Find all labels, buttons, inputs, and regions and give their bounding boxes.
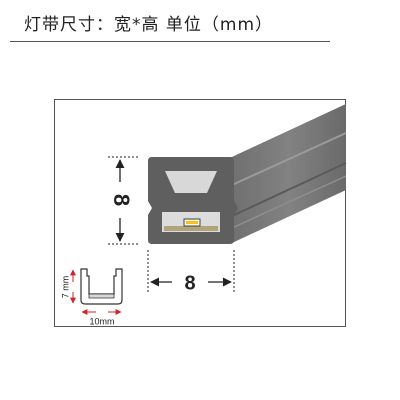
u-profile-section: [80, 268, 123, 305]
height-dimension-label: 8: [109, 194, 134, 206]
title-divider: [10, 41, 330, 42]
page-title: 灯带尺寸：宽*高 单位（mm）: [24, 15, 274, 35]
pcb-strip: [164, 226, 218, 231]
profile-width-label: 10mm: [89, 316, 114, 326]
diagram-frame: [54, 99, 346, 327]
strip-side-surface: [232, 104, 346, 243]
width-dimension-label: 8: [184, 272, 195, 294]
diffuser-window: [165, 171, 217, 193]
profile-height-label: 7 mm: [60, 276, 70, 299]
